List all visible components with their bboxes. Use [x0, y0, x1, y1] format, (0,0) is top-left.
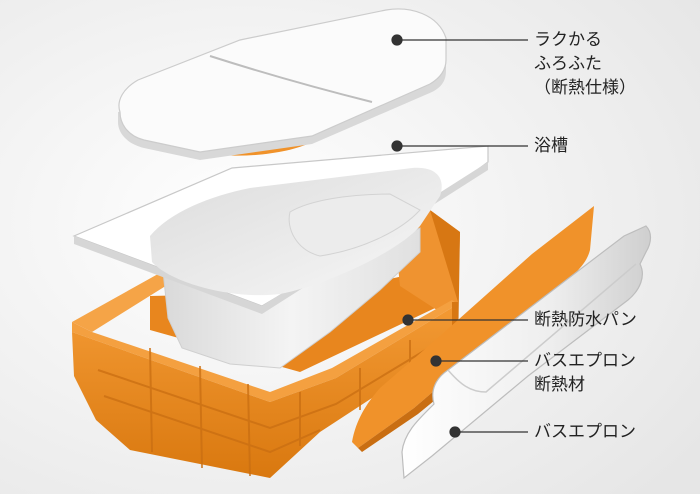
label-tub: 浴槽	[534, 134, 568, 158]
label-tub-line-1: 浴槽	[534, 136, 568, 156]
label-pan: 断熱防水パン	[534, 308, 637, 332]
label-apron-insulation-line-1: バスエプロン	[534, 351, 636, 371]
label-apron: バスエプロン	[534, 420, 636, 444]
pan-left-rim	[72, 274, 172, 332]
leader-dot-pan	[402, 314, 414, 326]
label-apron-line-1: バスエプロン	[534, 422, 636, 442]
leader-dot-apron	[449, 426, 461, 438]
lid-seam	[209, 55, 373, 103]
bathtub	[72, 145, 489, 369]
leader-dot-tub	[391, 140, 403, 152]
label-lid-line-3: （断熱仕様）	[534, 78, 636, 98]
label-lid-line-1: ラクかる	[534, 30, 602, 50]
label-pan-line-1: 断熱防水パン	[534, 310, 637, 330]
leader-dot-lid	[391, 34, 403, 46]
label-lid: ラクかる ふろふた （断熱仕様）	[534, 28, 636, 100]
pan-front-side	[72, 304, 458, 478]
label-apron-insulation: バスエプロン 断熱材	[534, 349, 636, 397]
label-apron-insulation-line-2: 断熱材	[534, 375, 585, 395]
tub-seat-step	[288, 193, 421, 257]
bath-apron-fold	[447, 263, 637, 393]
pan-ribs	[97, 333, 453, 477]
bath-lid	[118, 8, 447, 160]
lid-top	[118, 8, 447, 153]
leader-dot-apron-insulation	[430, 355, 442, 367]
bath-apron-panel	[401, 225, 652, 480]
label-lid-line-2: ふろふた	[534, 54, 602, 74]
apron-insulation-strip	[352, 206, 594, 448]
leader-lines	[391, 34, 528, 438]
